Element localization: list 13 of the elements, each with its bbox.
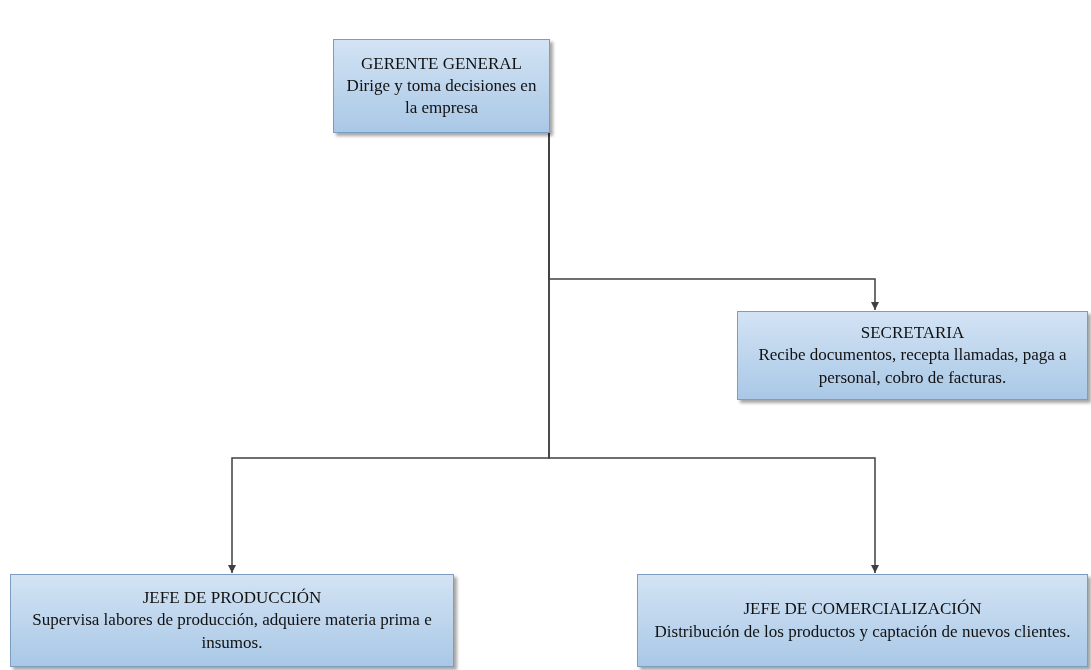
role-description: Supervisa labores de producción, adquiere materia prima e insumos. <box>31 609 433 654</box>
org-box <box>10 574 454 667</box>
org-box <box>637 574 1088 667</box>
connector-arrow <box>548 132 879 574</box>
role-title: SECRETARIA <box>860 322 965 345</box>
role-title: JEFE DE COMERCIALIZACIÓN <box>743 598 982 621</box>
role-description: Distribución de los productos y captación de nuevos clientes. <box>654 620 1071 643</box>
org-box <box>737 311 1088 400</box>
role-description: Recibe documentos, recepta llamadas, paga a personal, cobro de facturas. <box>757 344 1068 389</box>
org-box <box>333 39 550 133</box>
role-description: Dirige y toma decisiones en la empresa <box>345 74 538 120</box>
role-title: GERENTE GENERAL <box>361 52 522 75</box>
role-title: JEFE DE PRODUCCIÓN <box>142 587 322 610</box>
